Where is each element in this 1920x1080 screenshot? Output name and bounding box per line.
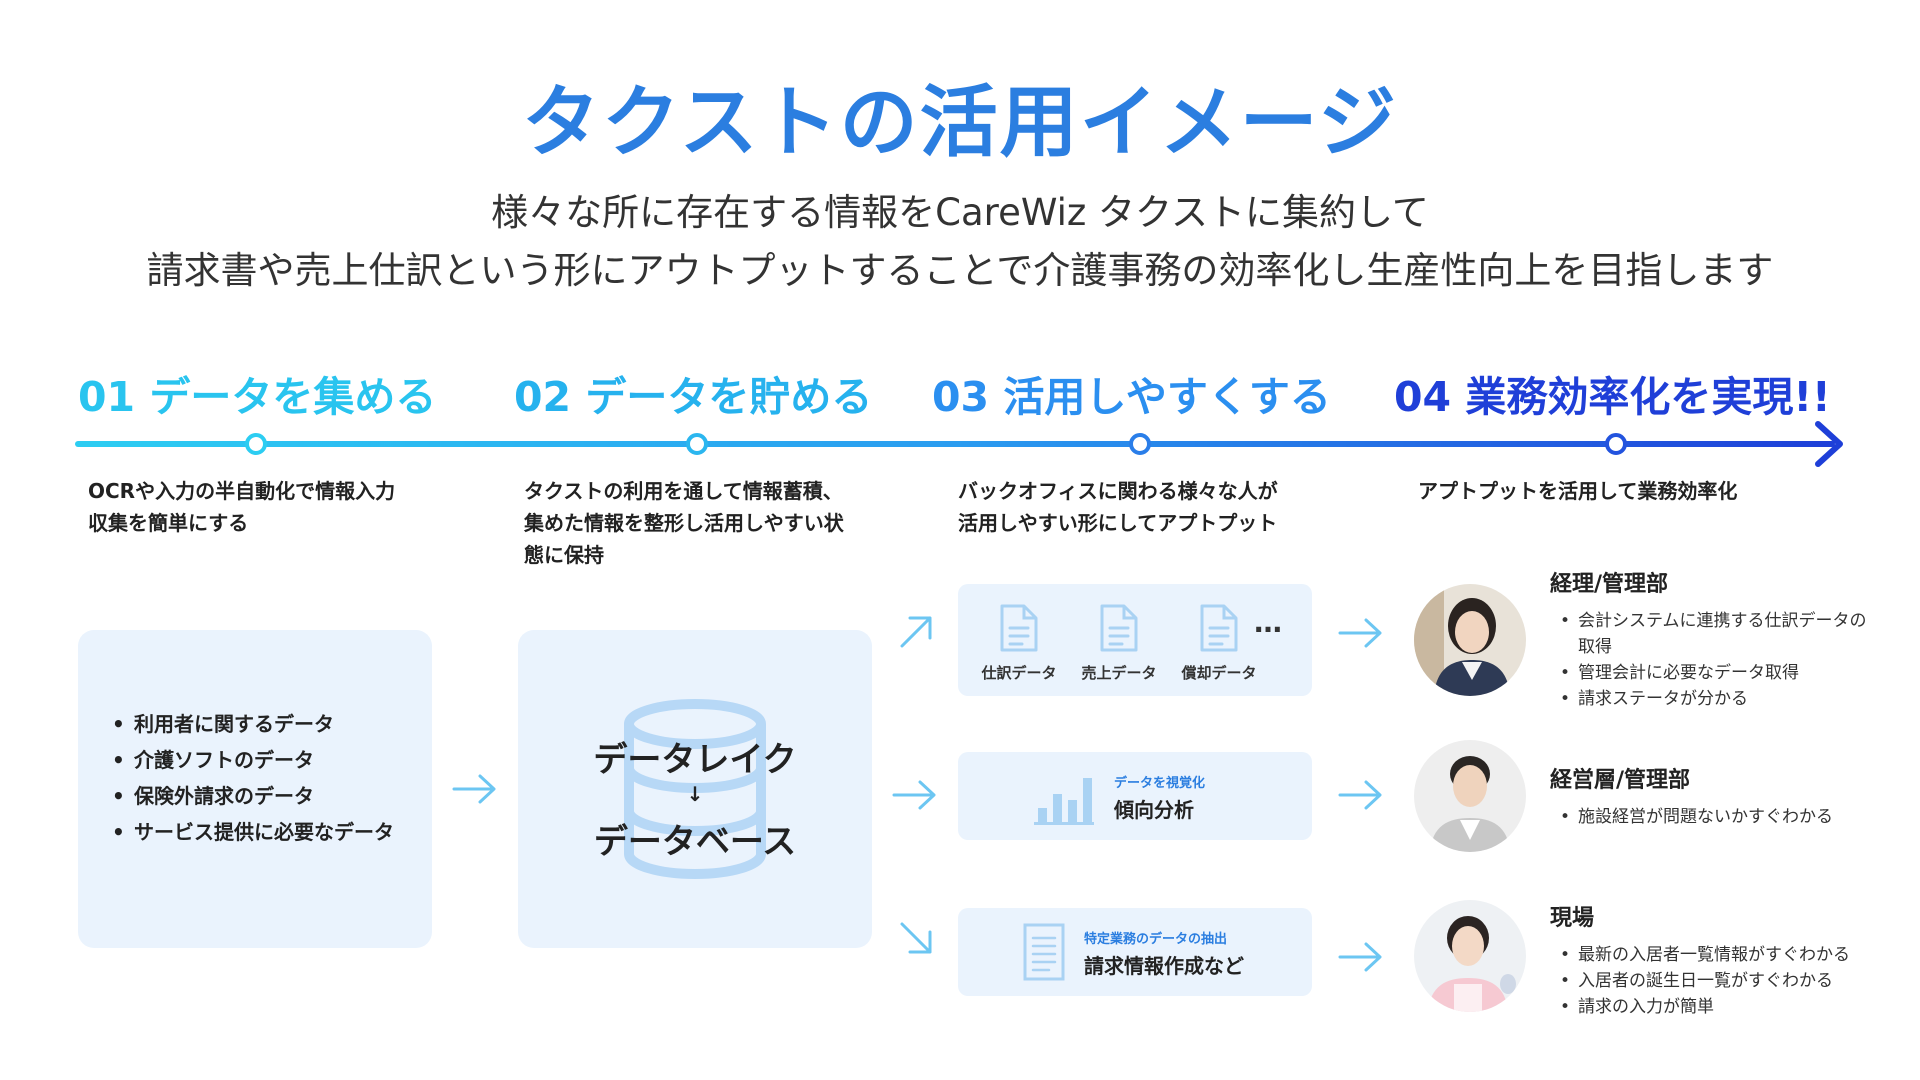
document-icon (1098, 602, 1140, 654)
document-icon (1198, 602, 1240, 654)
page-title: タクストの活用イメージ (0, 60, 1920, 172)
extraction-box: 特定業務のデータの抽出 請求情報作成など (958, 908, 1312, 996)
arrow-right-icon (892, 778, 938, 812)
role-title-accounting: 経理/管理部 (1550, 566, 1668, 598)
step-2-description: タクストの利用を通して情報蓄積、 集めた情報を整形し活用しやすい状 態に保持 (524, 475, 904, 571)
step-2-heading: 02 データを貯める (514, 363, 872, 423)
step-1-desc-line: OCRや入力の半自動化で情報入力 (88, 475, 468, 507)
doc-label-depreciation: 償却データ (1169, 662, 1269, 683)
role-list-item: 請求ステータが分かる (1550, 686, 1870, 712)
role-list-item: 最新の入居者一覧情報がすぐわかる (1550, 942, 1870, 968)
step-2-desc-line: タクストの利用を通して情報蓄積、 (524, 475, 904, 507)
role-list-management: 施設経営が問題ないかすぐわかる (1550, 804, 1870, 830)
report-icon (1022, 922, 1066, 982)
role-list-field: 最新の入居者一覧情報がすぐわかる 入居者の誕生日一覧がすぐわかる 請求の入力が簡… (1550, 942, 1870, 1020)
step-3-heading: 03 活用しやすくする (932, 363, 1331, 423)
step-4-description: アプトプットを活用して業務効率化 (1418, 475, 1798, 507)
step-1-description: OCRや入力の半自動化で情報入力 収集を簡単にする (88, 475, 468, 539)
down-arrow-icon: ↓ (570, 782, 820, 806)
database-panel: データレイク ↓ データベース (518, 630, 872, 948)
role-list-item: 請求の入力が簡単 (1550, 994, 1870, 1020)
role-list-accounting: 会計システムに連携する仕訳データの取得 管理会計に必要なデータ取得 請求ステータ… (1550, 608, 1870, 712)
step-3-desc-line: 活用しやすい形にしてアプトプット (958, 507, 1338, 539)
step-4-desc-line: アプトプットを活用して業務効率化 (1418, 475, 1798, 507)
collect-list: 利用者に関するデータ 介護ソフトのデータ 保険外請求のデータ サービス提供に必要… (112, 706, 394, 850)
visualization-box: データを視覚化 傾向分析 (958, 752, 1312, 840)
doc-label-sales: 売上データ (1069, 662, 1169, 683)
person-field-image (1414, 900, 1526, 1012)
timeline-node-3 (1131, 435, 1149, 453)
collect-panel: 利用者に関するデータ 介護ソフトのデータ 保険外請求のデータ サービス提供に必要… (78, 630, 432, 948)
extraction-caption: 特定業務のデータの抽出 (1084, 928, 1227, 947)
arrow-up-right-icon (896, 612, 936, 652)
step-3-description: バックオフィスに関わる様々な人が 活用しやすい形にしてアプトプット (958, 475, 1338, 539)
step-1-desc-line: 収集を簡単にする (88, 507, 468, 539)
step-1-heading: 01 データを集める (78, 363, 436, 423)
database-label: データベース (570, 814, 820, 863)
timeline-node-2 (688, 435, 706, 453)
avatar (1414, 584, 1526, 696)
subtitle-line-2: 請求書や売上仕訳という形にアウトプットすることで介護事務の効率化し生産性向上を目… (0, 240, 1920, 294)
person-management-image (1414, 740, 1526, 852)
ellipsis-icon: … (1254, 606, 1282, 639)
avatar (1414, 900, 1526, 1012)
billing-info-label: 請求情報作成など (1084, 950, 1244, 979)
role-title-field: 現場 (1550, 900, 1594, 932)
collect-list-item: サービス提供に必要なデータ (112, 814, 394, 850)
bar-chart-icon (1032, 768, 1096, 826)
visualization-caption: データを視覚化 (1114, 772, 1205, 791)
collect-list-item: 保険外請求のデータ (112, 778, 394, 814)
collect-list-item: 利用者に関するデータ (112, 706, 394, 742)
avatar (1414, 740, 1526, 852)
documents-box: … 仕訳データ 売上データ 償却データ (958, 584, 1312, 696)
data-lake-label: データレイク (570, 732, 820, 781)
step-2-desc-line: 集めた情報を整形し活用しやすい状 (524, 507, 904, 539)
role-list-item: 管理会計に必要なデータ取得 (1550, 660, 1870, 686)
step-2-desc-line: 態に保持 (524, 539, 904, 571)
flow-arrow-icon (452, 772, 498, 806)
timeline-node-1 (247, 435, 265, 453)
timeline (0, 420, 1920, 480)
arrow-right-icon (1338, 616, 1384, 650)
step-4-heading: 04 業務効率化を実現!! (1394, 363, 1831, 423)
doc-label-journal: 仕訳データ (969, 662, 1069, 683)
role-title-management: 経営層/管理部 (1550, 762, 1690, 794)
person-accounting-image (1414, 584, 1526, 696)
arrow-right-icon (1338, 778, 1384, 812)
arrow-down-right-icon (896, 918, 936, 958)
subtitle-line-1: 様々な所に存在する情報をCareWiz タクストに集約して (0, 182, 1920, 236)
role-list-item: 会計システムに連携する仕訳データの取得 (1550, 608, 1870, 660)
timeline-node-4 (1607, 435, 1625, 453)
collect-list-item: 介護ソフトのデータ (112, 742, 394, 778)
timeline-line (75, 441, 1835, 447)
role-list-item: 入居者の誕生日一覧がすぐわかる (1550, 968, 1870, 994)
arrow-right-icon (1338, 940, 1384, 974)
step-3-desc-line: バックオフィスに関わる様々な人が (958, 475, 1338, 507)
document-icon (998, 602, 1040, 654)
role-list-item: 施設経営が問題ないかすぐわかる (1550, 804, 1870, 830)
trend-analysis-label: 傾向分析 (1114, 794, 1194, 823)
